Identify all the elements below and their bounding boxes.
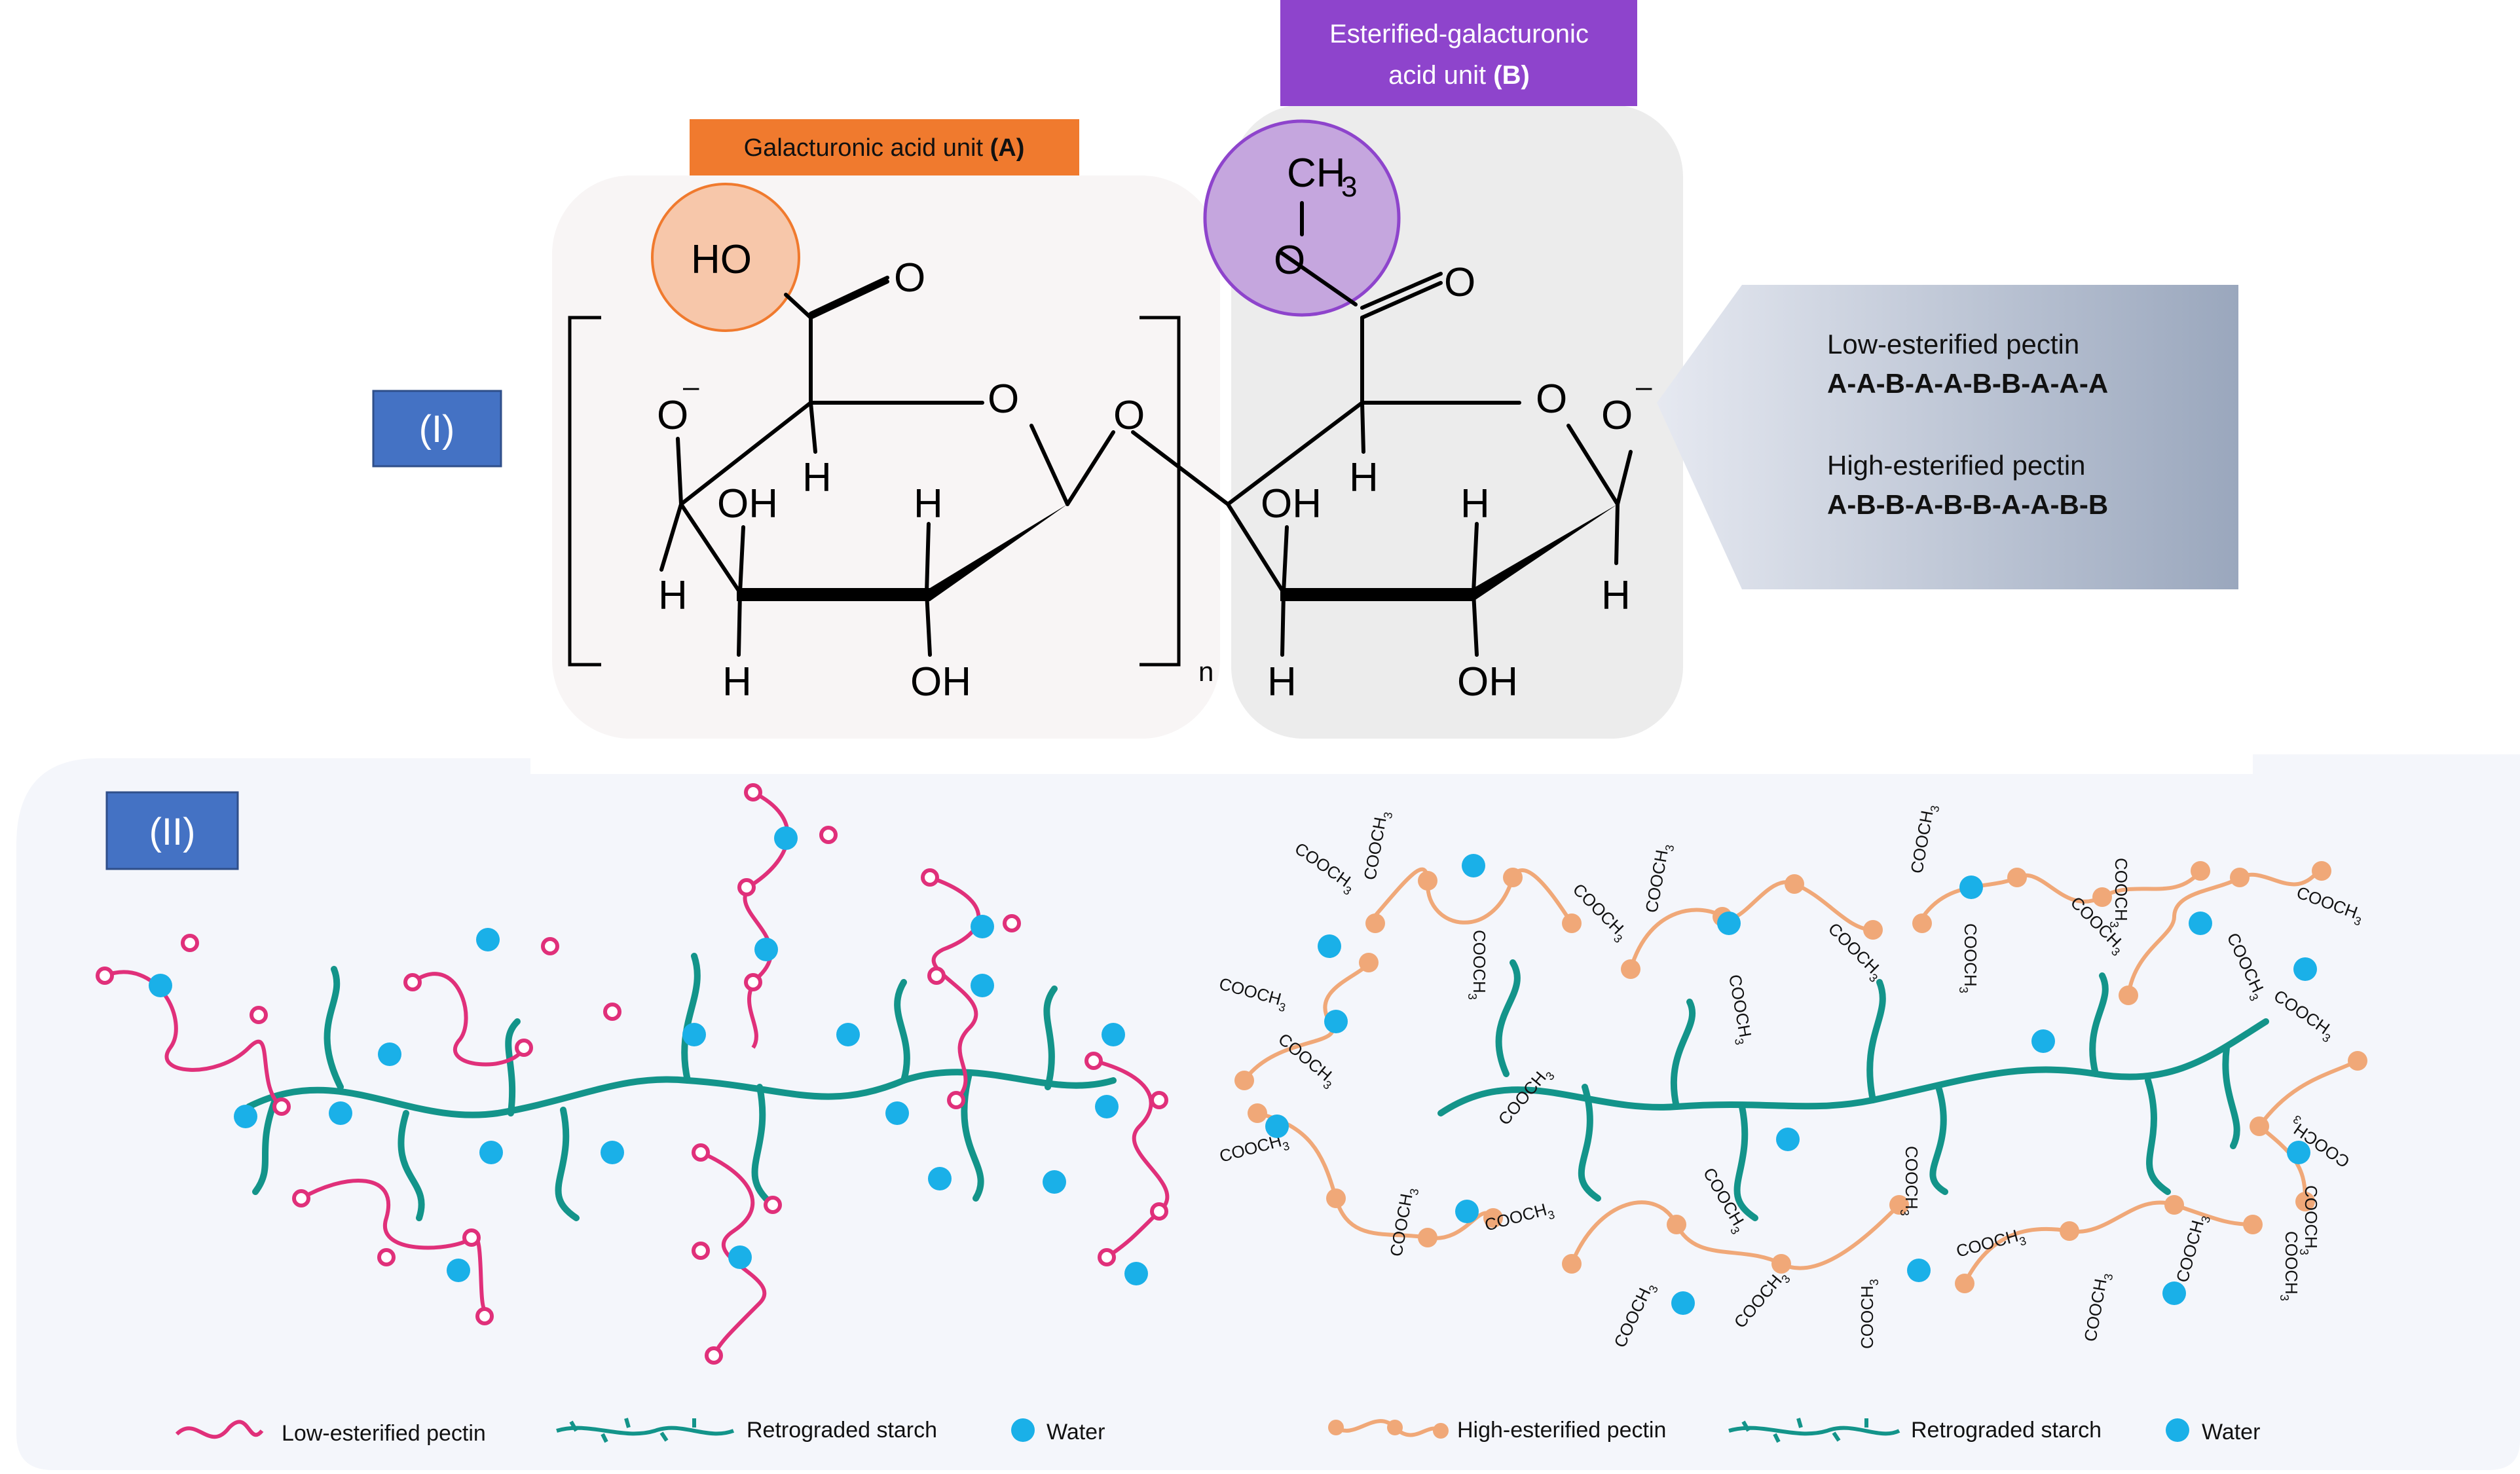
legend-starch-label-right: Retrograded starch <box>1911 1418 2102 1443</box>
svg-text:H: H <box>802 455 832 500</box>
repeat-bracket-left <box>568 316 601 667</box>
svg-text:O: O <box>1601 393 1633 438</box>
svg-text:COOCH3: COOCH3 <box>2107 858 2131 928</box>
low-pectin-beads-left <box>96 783 1168 1365</box>
svg-text:O: O <box>1444 260 1475 305</box>
legend-high-pectin-label: High-esterified pectin <box>1457 1418 1666 1443</box>
svg-text:O: O <box>1113 393 1145 438</box>
repeat-index: n <box>1198 656 1214 687</box>
svg-text:HO: HO <box>691 237 752 282</box>
low-pectin-chains-left <box>103 790 1170 1357</box>
svg-text:CH: CH <box>1287 151 1346 196</box>
ring-b-wedge-bond <box>1280 504 1618 601</box>
unit-b-header <box>1280 0 1637 106</box>
svg-text:H: H <box>1601 573 1631 618</box>
info-low-title: Low-esterified pectin <box>1827 329 2079 359</box>
svg-text:COOCH3: COOCH3 <box>1957 923 1980 993</box>
panel-two-label: (II) <box>149 811 196 853</box>
info-high-sequence: A-B-B-A-B-B-A-A-B-B <box>1827 489 2108 520</box>
legend-right: High-esterified pectin Retrograded starc… <box>1328 1418 2260 1445</box>
water-molecules-right <box>1265 854 2317 1315</box>
legend-high-pectin-bead-1 <box>1328 1420 1344 1435</box>
ring-a-bonds <box>659 276 1230 657</box>
legend-starch-swatch-left <box>556 1418 735 1443</box>
starch-network-left <box>246 953 1117 1221</box>
unit-a-header-label: Galacturonic acid unit (A) <box>744 134 1025 162</box>
unit-a-header <box>690 119 1079 175</box>
panel-two-background <box>16 754 2520 1470</box>
ring-a-wedge-bond <box>737 504 1067 601</box>
legend-high-pectin-bead-2 <box>1387 1420 1403 1435</box>
high-pectin-beads-right <box>1234 861 2367 1293</box>
svg-text:O: O <box>894 255 925 301</box>
svg-text:H: H <box>658 573 688 618</box>
hydroxyl-highlight <box>651 183 800 332</box>
svg-text:–: – <box>683 371 699 403</box>
svg-text:3: 3 <box>1341 171 1357 203</box>
svg-text:OH: OH <box>1457 659 1518 705</box>
svg-text:–: – <box>1636 371 1652 403</box>
svg-text:OH: OH <box>717 481 778 526</box>
svg-text:O: O <box>1536 377 1567 422</box>
svg-text:H: H <box>1349 455 1379 500</box>
ring-b-atoms: CH 3 O O O O – H OH H H H OH <box>1261 151 1652 705</box>
legend-low-pectin-label: Low-esterified pectin <box>282 1421 486 1446</box>
svg-text:O: O <box>657 393 688 438</box>
svg-text:OH: OH <box>1261 481 1322 526</box>
legend-starch-label-left: Retrograded starch <box>747 1418 937 1443</box>
svg-text:H: H <box>1267 659 1297 705</box>
info-low-sequence: A-A-B-A-A-B-B-A-A-A <box>1827 368 2108 399</box>
panel-two-label-box <box>105 791 239 870</box>
water-molecules-left <box>149 826 1148 1285</box>
svg-text:O: O <box>988 377 1019 422</box>
unit-b-header-line1: Esterified-galacturonic <box>1329 20 1589 48</box>
legend-low-pectin-swatch <box>175 1420 264 1439</box>
legend-high-pectin-bead-3 <box>1433 1423 1449 1439</box>
starch-network-right <box>1437 959 2269 1221</box>
ring-a-atoms: HO O O O O – H OH H H H OH <box>657 237 1145 705</box>
svg-text:H: H <box>914 481 943 526</box>
svg-text:COOCH3: COOCH3 <box>1857 1279 1881 1349</box>
panel-one-label-box <box>372 390 502 468</box>
svg-text:O: O <box>1274 238 1305 283</box>
svg-text:H: H <box>1460 481 1490 526</box>
svg-text:H: H <box>722 659 752 705</box>
unit-b-header-line2: acid unit (B) <box>1388 61 1530 90</box>
panel-one: Galacturonic acid unit (A) Esterified-ga… <box>372 0 2238 739</box>
svg-text:COOCH3: COOCH3 <box>2297 1185 2321 1255</box>
ring-b-bonds <box>1226 201 1633 657</box>
panel-two: (II) <box>16 754 2520 1470</box>
svg-text:COOCH3: COOCH3 <box>1898 1146 1921 1216</box>
legend-starch-swatch-right <box>1728 1418 1900 1443</box>
info-box <box>1657 285 2238 589</box>
svg-text:COOCH3: COOCH3 <box>1466 930 1489 1000</box>
legend-water-label-right: Water <box>2202 1420 2260 1445</box>
info-high-title: High-esterified pectin <box>1827 450 2086 481</box>
svg-text:OH: OH <box>910 659 971 705</box>
svg-text:COOCH3: COOCH3 <box>2278 1231 2301 1301</box>
legend-water-label-left: Water <box>1047 1420 1105 1445</box>
panel-one-label: (I) <box>419 408 455 451</box>
legend-left: Low-esterified pectin Retrograded starch… <box>175 1418 1105 1446</box>
repeat-bracket-right <box>1140 316 1181 667</box>
legend-water-icon-right <box>2166 1418 2189 1442</box>
legend-water-icon-left <box>1011 1418 1035 1442</box>
